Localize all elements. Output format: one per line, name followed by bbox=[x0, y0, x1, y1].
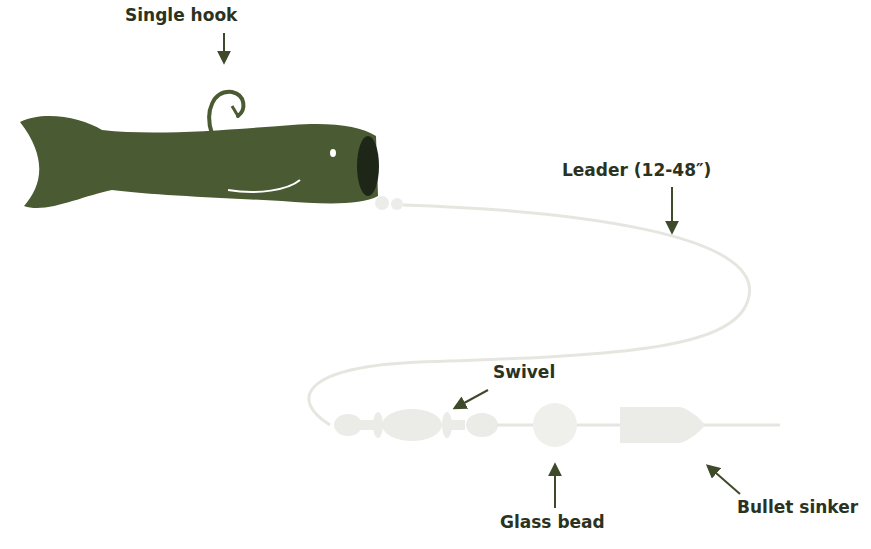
part-label: Leader (12-48″) bbox=[562, 160, 711, 180]
part-label: Swivel bbox=[493, 362, 555, 382]
swivel bbox=[334, 409, 498, 441]
hook-barb bbox=[232, 106, 238, 116]
part-label: Single hook bbox=[125, 5, 237, 25]
bait-mouth bbox=[357, 136, 379, 196]
leader-line bbox=[309, 205, 750, 425]
bead-small bbox=[391, 198, 403, 210]
bullet-sinker bbox=[620, 407, 705, 443]
bead-small bbox=[375, 196, 389, 210]
bait-fin bbox=[228, 180, 300, 192]
part-label: Glass bead bbox=[500, 512, 605, 532]
soft-plastic-bait bbox=[20, 116, 378, 208]
bait-eye bbox=[330, 149, 336, 157]
glass-bead bbox=[533, 403, 577, 447]
hook bbox=[209, 92, 243, 134]
part-label: Bullet sinker bbox=[737, 497, 858, 517]
label-arrows bbox=[224, 33, 740, 508]
